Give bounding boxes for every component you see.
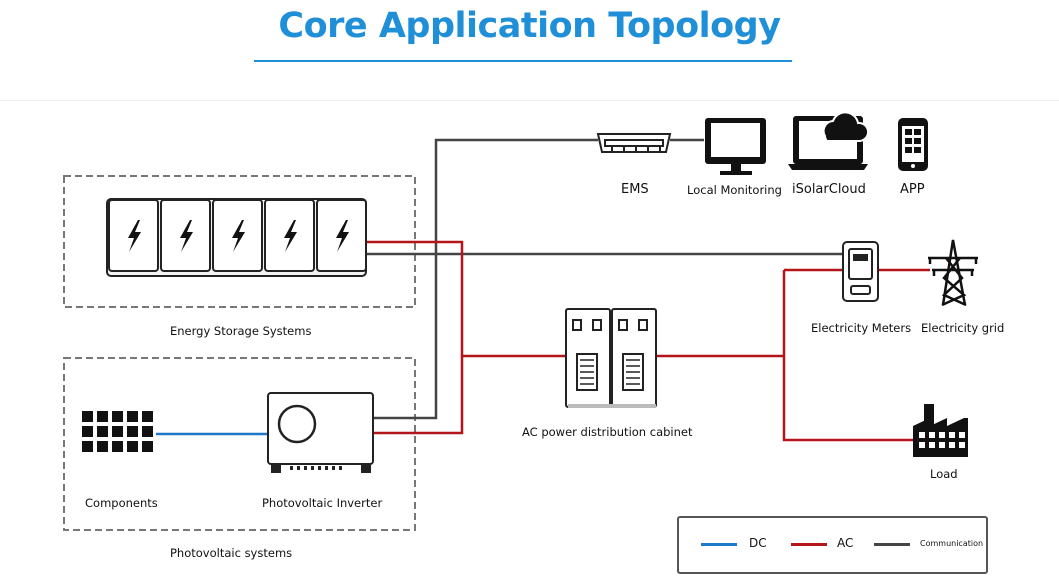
- ac-line-storage: [365, 240, 566, 358]
- local-monitoring-label: Local Monitoring: [687, 183, 782, 197]
- legend-communication-label: Communication: [920, 539, 984, 548]
- components-label: Components: [85, 496, 158, 510]
- ac-lines: [365, 240, 930, 442]
- ac-cabinet-label: AC power distribution cabinet: [522, 425, 693, 439]
- cabinet-icon: [565, 308, 657, 408]
- legend-communication-swatch: [874, 543, 910, 546]
- ems-device-icon: [596, 133, 672, 153]
- lightning-bolt-icon: [128, 220, 349, 252]
- legend-dc-swatch: [701, 543, 737, 546]
- energy-storage-label: Energy Storage Systems: [170, 324, 312, 338]
- legend-ac-label: AC: [837, 536, 854, 550]
- factory-icon: [913, 404, 968, 457]
- legend-dc-label: DC: [749, 536, 767, 550]
- solar-panel-icon: [82, 411, 153, 452]
- title-underline: [254, 60, 792, 62]
- diagram-panel: [0, 100, 1059, 588]
- legend: DC AC Communication: [677, 516, 988, 574]
- page-title: Core Application Topology: [278, 6, 781, 46]
- inverter-icon: [267, 392, 374, 473]
- transmission-tower-icon: [928, 239, 978, 307]
- electricity-grid-label: Electricity grid: [921, 321, 1005, 335]
- load-label: Load: [930, 467, 958, 481]
- ems-label: EMS: [621, 182, 649, 197]
- ac-line-inverter: [373, 356, 464, 435]
- pv-systems-label: Photovoltaic systems: [170, 546, 293, 560]
- laptop-cloud-icon: [788, 111, 869, 170]
- header: Core Application Topology: [0, 0, 1059, 100]
- monitor-icon: [705, 118, 766, 175]
- smartphone-icon: [898, 118, 928, 171]
- ac-line-vertical: [782, 270, 915, 442]
- electricity-meters-label: Electricity Meters: [811, 321, 912, 335]
- comm-line-inverter-to-ems: [373, 138, 598, 420]
- electricity-meter-icon: [842, 241, 879, 302]
- legend-ac-swatch: [791, 543, 827, 546]
- isolarcloud-label: iSolarCloud: [792, 182, 866, 197]
- communication-lines: [365, 138, 843, 420]
- pv-systems-group: [63, 357, 416, 531]
- app-label: APP: [900, 182, 925, 197]
- pv-inverter-label: Photovoltaic Inverter: [262, 496, 383, 510]
